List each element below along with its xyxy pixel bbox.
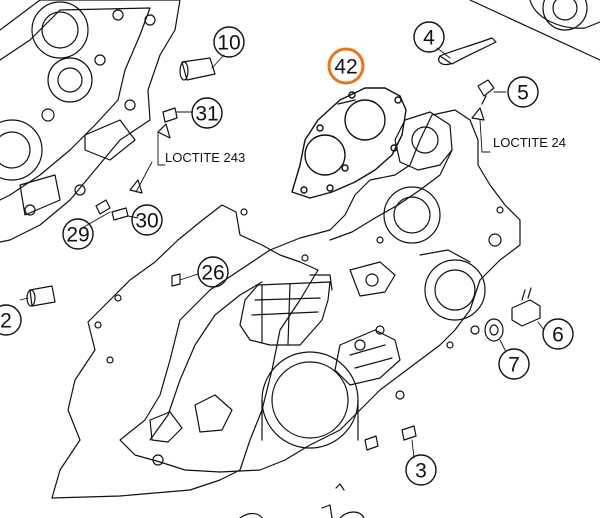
callout-label-4: 4 [423, 27, 435, 50]
callout-label-5: 5 [517, 82, 529, 105]
callout-circle-6 [542, 318, 574, 350]
callout-label-31: 31 [195, 103, 218, 126]
callout-label-6: 6 [552, 324, 564, 347]
callout-label-42: 42 [334, 56, 357, 79]
loctite-note-left: LOCTITE 243 [165, 150, 245, 165]
callout-circle-26 [197, 256, 229, 288]
callout-circle-2 [0, 304, 22, 336]
callout-circles [0, 21, 574, 486]
gasket-42 [291, 87, 407, 199]
callout-circle-29 [62, 218, 94, 250]
callout-circle-31 [191, 97, 223, 129]
leader-lines [19, 47, 545, 459]
callout-label-2: 2 [0, 310, 12, 333]
callout-label-26: 26 [201, 262, 224, 285]
main-crankcase-half [51, 109, 521, 499]
callout-circle-3 [405, 454, 437, 486]
callout-circle-4 [413, 21, 445, 53]
callout-label-3: 3 [415, 460, 427, 483]
loctite-note-right: LOCTITE 24 [493, 135, 566, 150]
callout-label-7: 7 [508, 354, 520, 377]
callout-circle-42-highlight [327, 47, 365, 85]
callout-label-10: 10 [217, 32, 240, 55]
callout-circle-30 [131, 204, 163, 236]
callout-label-29: 29 [66, 224, 89, 247]
top-right-partial-part [469, 0, 600, 61]
small-parts [26, 37, 541, 518]
callout-circle-10 [213, 26, 245, 58]
callout-circle-5 [507, 76, 539, 108]
callout-circle-7 [498, 348, 530, 380]
callout-label-30: 30 [135, 210, 158, 233]
left-crankcase-half [0, 0, 181, 243]
